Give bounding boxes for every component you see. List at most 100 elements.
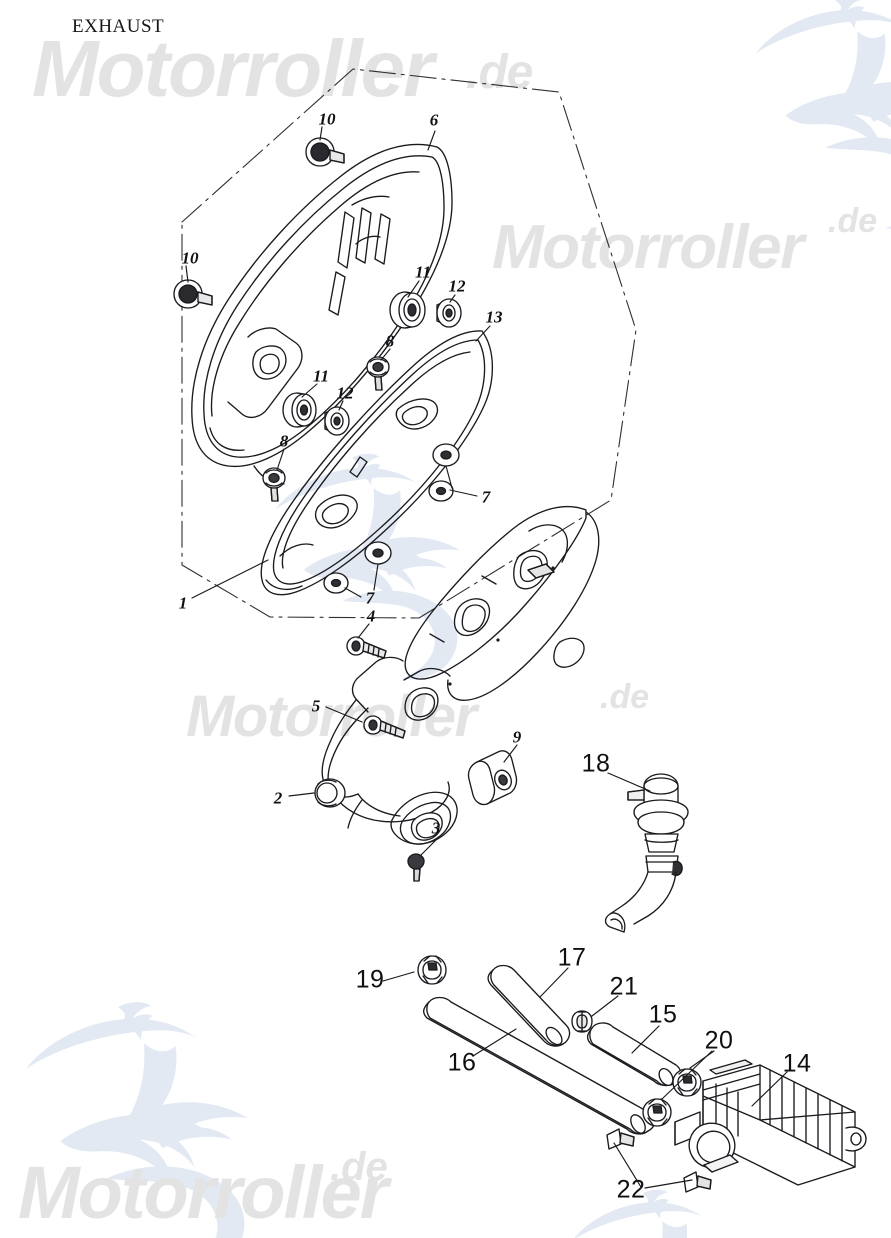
watermark-center: Motorroller [186,684,481,749]
callout-label-20: 20 [704,1026,734,1055]
leader-9 [503,744,518,763]
part-18-secondary-air-valve [604,773,689,933]
watermark-bottom: Motorroller [18,1151,393,1234]
leader-20a [689,1050,715,1069]
leader-1 [191,559,269,599]
leader-17 [539,967,569,998]
part-7-washers [323,443,460,594]
leader-7a [449,489,478,497]
leader-7d [373,563,379,591]
watermark-bottom-suffix: .de [330,1145,388,1189]
washer-c [364,541,392,565]
leader-4 [357,623,370,639]
callout-label-1: 1 [178,593,188,613]
washer-d [323,572,349,594]
callout-label-5: 5 [311,696,321,716]
line-art-layer [173,68,867,1193]
part-10a-shield-bolt [305,137,345,167]
callout-label-12b: 12 [336,383,354,403]
part-13-heat-shield-lower [260,330,494,596]
leader-7c [445,465,453,489]
watermark-middle-suffix: .de [828,202,877,240]
leader-5 [325,706,363,723]
callout-label-10b: 10 [181,248,199,268]
leader-7b [344,587,362,598]
callout-label-15: 15 [648,1000,678,1029]
assembly-boundary-1 [181,68,637,619]
leader-16 [472,1028,517,1057]
washer-b [428,480,454,502]
leader-22b [644,1179,693,1189]
callout-label-10a: 10 [318,109,336,129]
leader-13 [475,325,491,342]
part-12b-collar-bushing [324,406,350,436]
part-1-muffler-body [321,505,600,845]
clamp-upper [672,1068,702,1097]
leader-3 [419,839,437,857]
part-6-heat-shield-upper [191,143,453,485]
leader-11a [407,280,420,298]
leader-lines [185,126,788,1189]
callout-label-18: 18 [581,749,611,778]
part-5-mounting-bolt-lower [363,715,406,739]
callout-label-21: 21 [609,972,639,1001]
callout-label-16: 16 [447,1048,477,1077]
part-22-canister-mount-bolts [606,1128,712,1193]
callout-label-11b: 11 [312,366,330,386]
leader-18 [607,772,651,792]
callout-label-22: 22 [616,1175,646,1204]
callout-label-4: 4 [366,606,376,626]
callout-label-12a: 12 [448,276,466,296]
watermark-logo-bottom-right [572,1189,742,1238]
watermark-top-suffix: .de [466,46,533,99]
leader-14 [751,1071,788,1107]
callout-label-7b: 7 [365,588,375,608]
callout-label-8a: 8 [385,331,395,351]
leader-12a [449,294,456,303]
part-2-exhaust-gasket [314,778,346,808]
part-12a-collar-bushing [436,298,462,328]
part-14-air-injection-canister [674,1059,867,1186]
watermark-middle: Motorroller [492,213,807,282]
leader-21 [591,995,619,1017]
part-11b-rubber-grommet [282,392,317,428]
callout-label-6: 6 [429,110,439,130]
watermark-layer: Motorroller .de Motorroller .de Motorrol… [18,0,891,1238]
leader-8b [276,448,285,471]
part-9-spacer-sleeve [467,750,518,806]
callout-label-9: 9 [512,727,522,747]
part-16-air-hose-long [423,996,656,1135]
part-11a-rubber-grommet [389,291,426,329]
callout-label-11a: 11 [414,262,432,282]
leader-11b [301,383,318,398]
washer-a [432,443,460,467]
leader-10b [185,265,189,283]
leader-2 [288,792,315,797]
part-17-air-hose-medium [487,964,571,1047]
watermark-text-group: Motorroller .de Motorroller .de Motorrol… [18,24,877,1234]
page-title: EXHAUST [72,16,165,37]
callout-label-17: 17 [557,943,587,972]
part-19-hose-clamp-left [417,955,447,985]
callout-label-19: 19 [355,965,385,994]
leader-12b [338,400,344,411]
callout-label-7a: 7 [481,487,491,507]
part-10b-shield-bolt [173,279,213,309]
callout-label-2: 2 [273,788,283,808]
leader-19 [382,971,415,982]
part-8a-shield-screw [366,356,390,391]
part-15-air-hose-short [586,1022,682,1087]
leader-15 [631,1025,660,1054]
watermark-logo-top-right [755,0,891,229]
leader-6 [427,130,436,151]
callout-label-13: 13 [485,307,503,327]
part-8b-shield-screw [262,467,286,502]
part-4-mounting-bolt-upper [346,636,387,659]
part-3-exhaust-pipe-bolt [407,853,425,882]
leader-10a [319,126,323,141]
mount-bolt-right [683,1171,712,1193]
callout-label-14: 14 [782,1049,812,1078]
leader-8a [380,348,391,361]
